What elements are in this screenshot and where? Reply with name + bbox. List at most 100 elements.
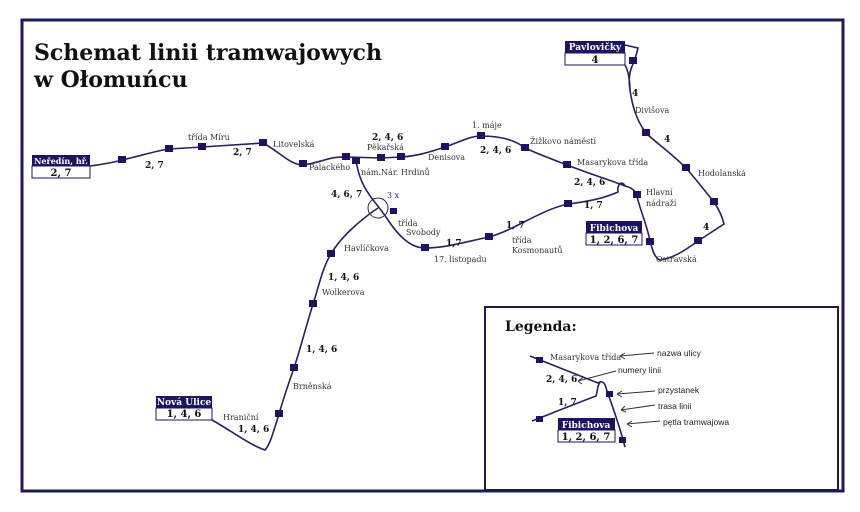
street-label: Hraniční: [223, 413, 259, 422]
line-numbers: 4: [703, 223, 709, 233]
terminal-lines: 2, 7: [51, 168, 72, 179]
arrow-icon: [626, 420, 661, 428]
line-numbers: 1, 4, 6: [306, 345, 337, 355]
terminal-nedin[interactable]: Neředín, hř. 2, 7: [31, 155, 91, 179]
stop[interactable]: [198, 143, 206, 150]
legend-title: Legenda:: [505, 319, 577, 335]
legend-terminal-lines: 1, 2, 6, 7: [562, 432, 611, 443]
legend-stop: [536, 416, 543, 422]
legend-note-line-numbers: numery linii: [618, 365, 661, 375]
arrow-icon: [620, 404, 656, 413]
stop-hodolanska[interactable]: [682, 164, 690, 171]
legend-lines: 1, 7: [558, 398, 577, 408]
stop-1-maje[interactable]: [477, 132, 485, 139]
street-label: 17. listopadu: [434, 255, 487, 264]
terminal-name: Neředín, hř.: [34, 156, 88, 166]
legend-note-route: trasa linii: [658, 401, 692, 411]
street-label: nádraží: [646, 199, 677, 208]
line-numbers: 4: [632, 89, 638, 99]
legend: Legenda: Masarykova třída 2, 4, 6 1, 7 F…: [484, 306, 839, 491]
stop[interactable]: [118, 156, 126, 163]
stop-ostravska[interactable]: [694, 237, 702, 244]
stop-3x[interactable]: [390, 208, 397, 214]
street-label: Palackého: [309, 163, 350, 172]
terminal-fibichova[interactable]: Fibichova 1, 2, 6, 7: [585, 221, 643, 246]
terminal-lines: 1, 2, 6, 7: [590, 235, 639, 246]
terminal-name: Fibichova: [590, 224, 639, 234]
stop-pavlovicky[interactable]: [629, 57, 637, 64]
line-numbers: 1, 7: [506, 221, 525, 231]
arrow-icon: [619, 352, 655, 360]
line-numbers: 1, 4, 6: [328, 273, 359, 283]
route-west: [89, 135, 626, 187]
street-label: Hodolanská: [698, 169, 746, 178]
terminal-pavlovicky[interactable]: Pavlovičky 4: [564, 41, 626, 66]
stop-zizkovo[interactable]: [521, 144, 529, 151]
street-label: Pěkařská: [367, 143, 404, 152]
stop[interactable]: [342, 153, 350, 160]
terminal-name: Nová Ulice: [157, 397, 212, 408]
stop[interactable]: [710, 198, 718, 205]
legend-note-stop: przystanek: [658, 385, 700, 395]
map-title-line1: Schemat linii tramwajowych: [34, 40, 382, 66]
legend-terminal-name: Fibichova: [562, 421, 611, 431]
stop-pekarska[interactable]: [377, 154, 385, 161]
legend-stop: [536, 357, 543, 363]
arrow-icon: [616, 390, 656, 398]
stop-masarykova[interactable]: [563, 161, 571, 168]
line-numbers: 1, 7: [584, 201, 603, 211]
terminal-name: Pavlovičky: [569, 42, 622, 53]
street-label: 3 x: [387, 191, 400, 200]
map-title-line2: w Ołomuńcu: [33, 67, 188, 93]
street-label: 1. máje: [472, 121, 502, 130]
line-number-labels: 2, 7 2, 7 2, 4, 6 2, 4, 6 2, 4, 6 4, 6, …: [145, 89, 709, 435]
street-label: Žižkovo náměstí: [530, 137, 596, 146]
legend-stop: [619, 437, 626, 443]
stop-denisova[interactable]: [441, 143, 449, 150]
line-numbers: 2, 7: [233, 148, 252, 158]
street-label: třída: [512, 236, 532, 245]
legend-lines: 2, 4, 6: [546, 375, 577, 385]
stop-hranicni[interactable]: [275, 410, 283, 417]
street-label: Masarykova třída: [577, 158, 648, 167]
legend-street: Masarykova třída: [550, 353, 621, 362]
street-label: Brněnská: [293, 382, 332, 391]
stop-divisova[interactable]: [642, 129, 650, 136]
crossing-circle: [367, 197, 389, 219]
line-numbers: 2, 4, 6: [372, 133, 403, 143]
stop-brnenska[interactable]: [290, 364, 298, 371]
line-numbers: 2, 4, 6: [574, 178, 605, 188]
street-label: Divišova: [635, 106, 669, 115]
stops: [118, 57, 718, 417]
stop-litovelska[interactable]: [259, 139, 267, 146]
line-numbers: 2, 7: [145, 161, 164, 171]
street-label: Wolkerova: [322, 288, 365, 297]
stop-fibichova[interactable]: [646, 238, 654, 245]
terminal-lines: 4: [592, 55, 599, 66]
legend-note-street-name: nazwa ulicy: [657, 348, 702, 358]
street-label: Litovelská: [273, 140, 315, 149]
terminal-lines: 1, 4, 6: [167, 409, 202, 420]
street-label: Denisova: [428, 153, 465, 162]
stop-nam-nar-hrdinu[interactable]: [352, 157, 360, 164]
line-numbers: 2, 4, 6: [480, 146, 511, 156]
street-label: třída Míru: [188, 133, 230, 142]
street-label: Havlíčkova: [344, 244, 389, 253]
stop-kosmonautu[interactable]: [485, 233, 493, 240]
street-labels: třída Míru Litovelská Palackého Pěkařská…: [188, 106, 746, 422]
line-numbers: 4, 6, 7: [331, 190, 362, 200]
stop-hlavni-nadrazi[interactable]: [633, 191, 641, 198]
stop-17-listopadu[interactable]: [421, 244, 429, 251]
stop[interactable]: [564, 200, 572, 207]
stop-wolkerova[interactable]: [309, 300, 317, 307]
map-frame: [20, 18, 845, 493]
stop[interactable]: [165, 145, 173, 152]
street-label: Ostravská: [656, 255, 697, 264]
terminal-nova-ulice[interactable]: Nová Ulice 1, 4, 6: [155, 396, 213, 421]
legend-note-loop: pętla tramwajowa: [663, 417, 729, 427]
line-numbers: 1,7: [446, 239, 462, 249]
stop-havlickova[interactable]: [327, 250, 335, 257]
stop-palackeho[interactable]: [299, 160, 307, 167]
stop[interactable]: [397, 153, 405, 160]
